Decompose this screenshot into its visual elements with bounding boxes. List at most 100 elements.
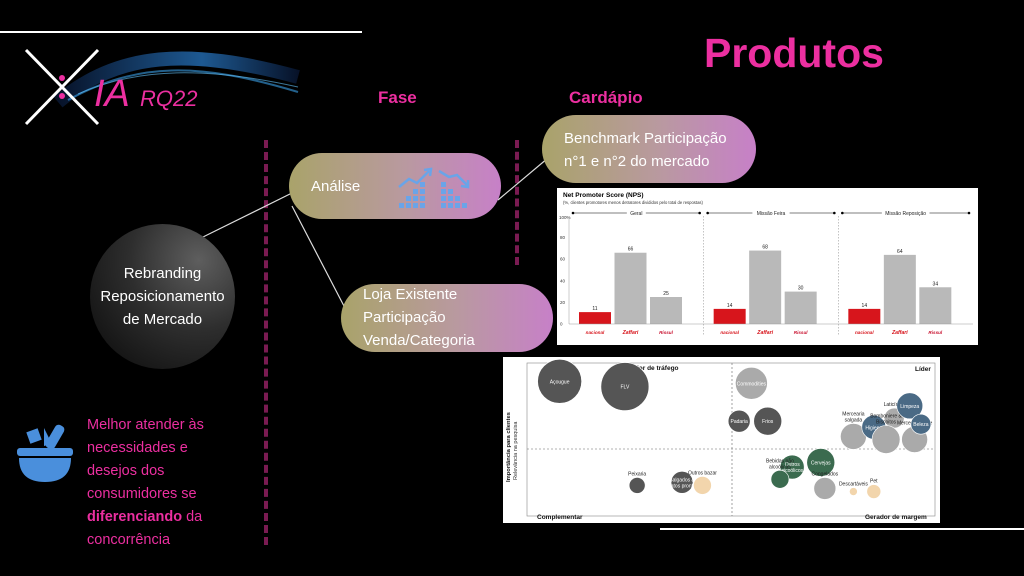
bowl-icon (14, 420, 76, 491)
bubble-point (670, 471, 694, 494)
logo-text: IA (94, 73, 130, 115)
nps-bar (713, 308, 746, 324)
nps-bar (848, 308, 881, 324)
node-loja-line2: Participação (363, 309, 446, 326)
nps-bar (919, 287, 952, 324)
bubble-point (735, 367, 768, 400)
quadrant-top-right: Líder (915, 366, 931, 373)
center-node-line1: Rebranding (123, 265, 202, 282)
nps-subtitle: (%, clientes promotores menos detratores… (563, 200, 703, 205)
bottom-rule (660, 528, 1024, 530)
nps-title: Net Promoter Score (NPS) (563, 192, 644, 199)
bubble-label: alcoólicas (769, 464, 791, 470)
bubble-label: Mercearia (842, 411, 864, 417)
nps-bar (614, 252, 647, 324)
node-loja-line1: Loja Existente (363, 286, 458, 303)
nps-brand-label: Zaffari (756, 330, 773, 336)
bubble-point (813, 477, 837, 500)
nps-value-label: 34 (933, 281, 939, 287)
nps-brand-label: nacional (855, 330, 874, 335)
quadrant-bottom-left: Complementar (537, 514, 583, 521)
node-analise-label: Análise (311, 178, 361, 195)
svg-text:RQ22: RQ22 (140, 86, 197, 111)
nps-value-label: 30 (798, 286, 804, 292)
nps-ytick: 20 (560, 300, 566, 305)
nps-series-label: Missão Reposição (885, 211, 926, 217)
side-note: Melhor atender às necessidades e desejos… (87, 414, 237, 552)
nps-value-label: 14 (727, 303, 733, 309)
nps-ytick: 80 (560, 235, 566, 240)
bubble-label: FLV (621, 385, 630, 391)
nps-value-label: 14 (862, 303, 868, 309)
center-node: Rebranding Reposicionamento de Mercado (90, 224, 235, 369)
bubble-label: Salgados & (669, 477, 695, 483)
nps-ytick: 100% (559, 215, 571, 220)
bubble-chart: Gerador de tráfego Líder Complementar Ge… (503, 357, 940, 523)
center-node-line2: Reposicionamento (100, 288, 225, 305)
bubble-label: Congelados (811, 471, 838, 477)
bubble-label: Commodities (737, 381, 767, 387)
divider-left (264, 140, 268, 545)
node-loja-existente: Loja Existente Participação Venda/Catego… (341, 284, 553, 352)
nps-brand-label: Zaffari (622, 330, 639, 336)
node-benchmark: Benchmark Participação n°1 e n°2 do merc… (542, 115, 756, 183)
nps-ytick: 40 (560, 278, 566, 283)
bubble-label: Cervejas (811, 460, 831, 466)
column-header-cardapio: Cardápio (569, 88, 643, 107)
nps-bar (650, 297, 682, 324)
bubble-ylabel2: Relevância na pesquisa (513, 421, 519, 480)
bubble-point (871, 425, 901, 454)
bubble-label: Beleza (913, 422, 929, 428)
bubble-label: Bebidas não (766, 458, 794, 464)
side-note-bold: diferenciando (87, 509, 183, 525)
node-benchmark-line2: n°1 e n°2 do mercado (564, 153, 710, 170)
column-header-fase: Fase (378, 88, 417, 107)
bubble-label: salgada (845, 417, 863, 423)
bubble-point (600, 362, 650, 411)
bubble-label: Padaria (731, 419, 748, 425)
bubble-point (628, 477, 646, 494)
nps-ytick: 0 (560, 322, 563, 327)
bubble-label: alcoólicos (781, 468, 803, 474)
divider-right (515, 140, 519, 265)
nps-ytick: 60 (560, 257, 566, 262)
nps-series-label: Geral (630, 211, 642, 217)
bubble-label: Bomboniere & (870, 414, 902, 420)
bubble-point (866, 484, 882, 499)
nps-bar (749, 250, 782, 324)
bubble-point (806, 448, 836, 477)
bubble-label: Outros (785, 462, 801, 468)
bubble-label: Pratos prontos (666, 483, 699, 489)
bubble-point (537, 359, 582, 404)
top-rule (0, 31, 362, 33)
bubble-ylabel1: Importância para clientes (506, 412, 512, 482)
center-node-line3: de Mercado (122, 311, 203, 328)
quadrant-top-left: Gerador de tráfego (620, 365, 679, 372)
bubble-point (727, 409, 751, 433)
nps-bar (579, 312, 611, 324)
bar-chart-trend-icon (398, 167, 470, 208)
nps-chart: Net Promoter Score (NPS) (%, clientes pr… (557, 188, 978, 345)
nps-value-label: 68 (762, 245, 768, 251)
bubble-label: Outros bazar (688, 470, 717, 476)
nps-series-label: Missão Feira (757, 211, 786, 217)
bubble-point (770, 469, 790, 489)
bubble-label: Frios (762, 419, 774, 425)
nps-bar (784, 291, 817, 324)
node-benchmark-line1: Benchmark Participação (564, 130, 727, 147)
bubble-label: Pet (870, 479, 878, 485)
side-note-part2: da concorrência (87, 509, 203, 548)
node-loja-line3: Venda/Categoria (363, 332, 475, 349)
nps-brand-label: Rissul (659, 330, 674, 335)
nps-brand-label: Zaffari (891, 330, 908, 336)
page-title: Produtos (704, 30, 884, 76)
nps-value-label: 25 (663, 291, 669, 297)
bubble-label: Higiene (865, 425, 882, 431)
nps-brand-label: nacional (720, 330, 739, 335)
side-note-part1: Melhor atender às necessidades e desejos… (87, 417, 204, 502)
bubble-label: Descartáveis (839, 482, 868, 488)
node-analise: Análise (289, 153, 501, 219)
nps-value-label: 11 (592, 306, 597, 312)
bubble-label: Limpeza (900, 404, 919, 410)
